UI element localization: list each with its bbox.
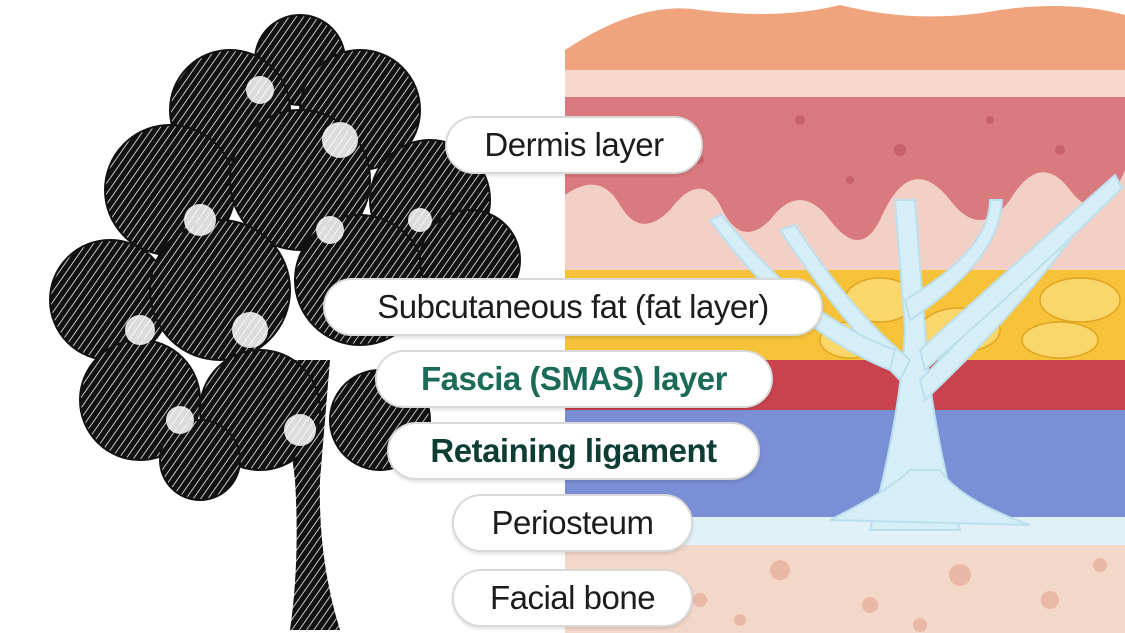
epidermis-base <box>565 70 1125 97</box>
label-facial-bone: Facial bone <box>452 569 693 627</box>
epidermis-layer <box>565 5 1125 70</box>
retaining-ligament-shape <box>708 173 1124 531</box>
label-fascia-smas: Fascia (SMAS) layer <box>375 350 773 408</box>
label-subcutaneous-fat: Subcutaneous fat (fat layer) <box>323 278 823 336</box>
label-retaining-ligament: Retaining ligament <box>387 422 760 480</box>
label-dermis-layer: Dermis layer <box>445 116 703 174</box>
label-periosteum: Periosteum <box>452 494 693 552</box>
dermis-layer <box>565 95 1125 240</box>
